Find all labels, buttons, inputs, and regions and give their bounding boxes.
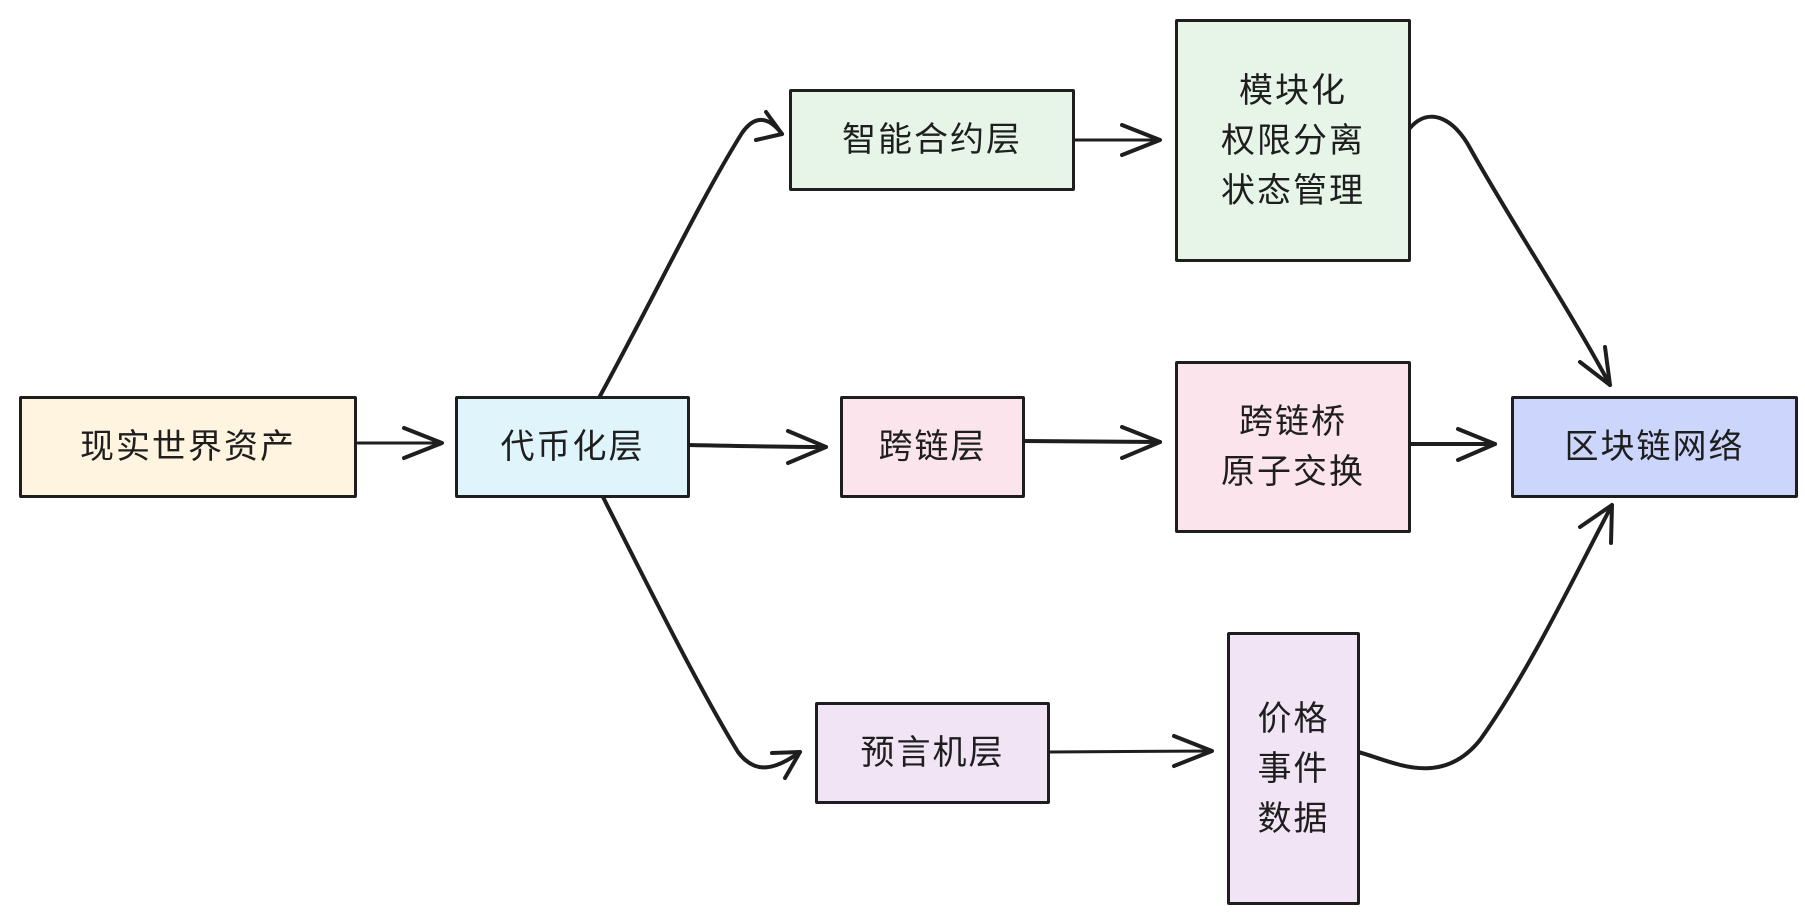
node-real-world-assets-label: 现实世界资产 (80, 427, 296, 467)
node-smart-contract-features: 模块化 权限分离 状态管理 (1175, 19, 1411, 262)
node-oracle-layer-label: 预言机层 (860, 733, 1005, 773)
node-oracle-features-line-3: 数据 (1257, 798, 1330, 839)
edge-tokenization-to-smart-contract (598, 110, 784, 398)
node-cross-chain-layer-label: 跨链层 (878, 427, 987, 467)
edge-tokenization-to-oracle (601, 495, 802, 780)
node-tokenization-layer-label: 代币化层 (500, 427, 645, 467)
node-smart-contract-features-line-2: 权限分离 (1221, 120, 1365, 161)
edge-smart-contract-to-features (1071, 123, 1162, 157)
edge-smart-features-to-network (1408, 114, 1612, 387)
node-oracle-features: 价格 事件 数据 (1227, 632, 1360, 905)
node-oracle-layer: 预言机层 (815, 702, 1050, 804)
node-blockchain-network-label: 区块链网络 (1564, 427, 1745, 467)
node-blockchain-network: 区块链网络 (1511, 396, 1798, 498)
node-real-world-assets: 现实世界资产 (19, 396, 357, 498)
node-cross-chain-layer: 跨链层 (840, 396, 1025, 498)
node-cross-chain-features: 跨链桥 原子交换 (1175, 361, 1411, 533)
edge-tokenization-to-cross-chain (686, 429, 828, 465)
node-smart-contract-features-line-3: 状态管理 (1221, 170, 1365, 211)
node-smart-contract-layer-label: 智能合约层 (842, 120, 1022, 160)
node-smart-contract-features-line-1: 模块化 (1239, 70, 1347, 111)
node-oracle-features-line-2: 事件 (1257, 748, 1330, 789)
node-cross-chain-features-line-2: 原子交换 (1221, 452, 1365, 492)
node-tokenization-layer: 代币化层 (455, 396, 690, 498)
edge-cross-features-to-network (1408, 427, 1497, 462)
node-cross-chain-features-line-1: 跨链桥 (1239, 402, 1347, 442)
node-oracle-features-line-1: 价格 (1257, 698, 1330, 739)
edge-assets-to-tokenization (356, 426, 444, 460)
edge-oracle-to-features (1047, 734, 1214, 768)
edge-cross-chain-to-features (1021, 425, 1162, 460)
node-smart-contract-layer: 智能合约层 (789, 89, 1075, 191)
edge-oracle-features-to-network (1356, 503, 1614, 771)
